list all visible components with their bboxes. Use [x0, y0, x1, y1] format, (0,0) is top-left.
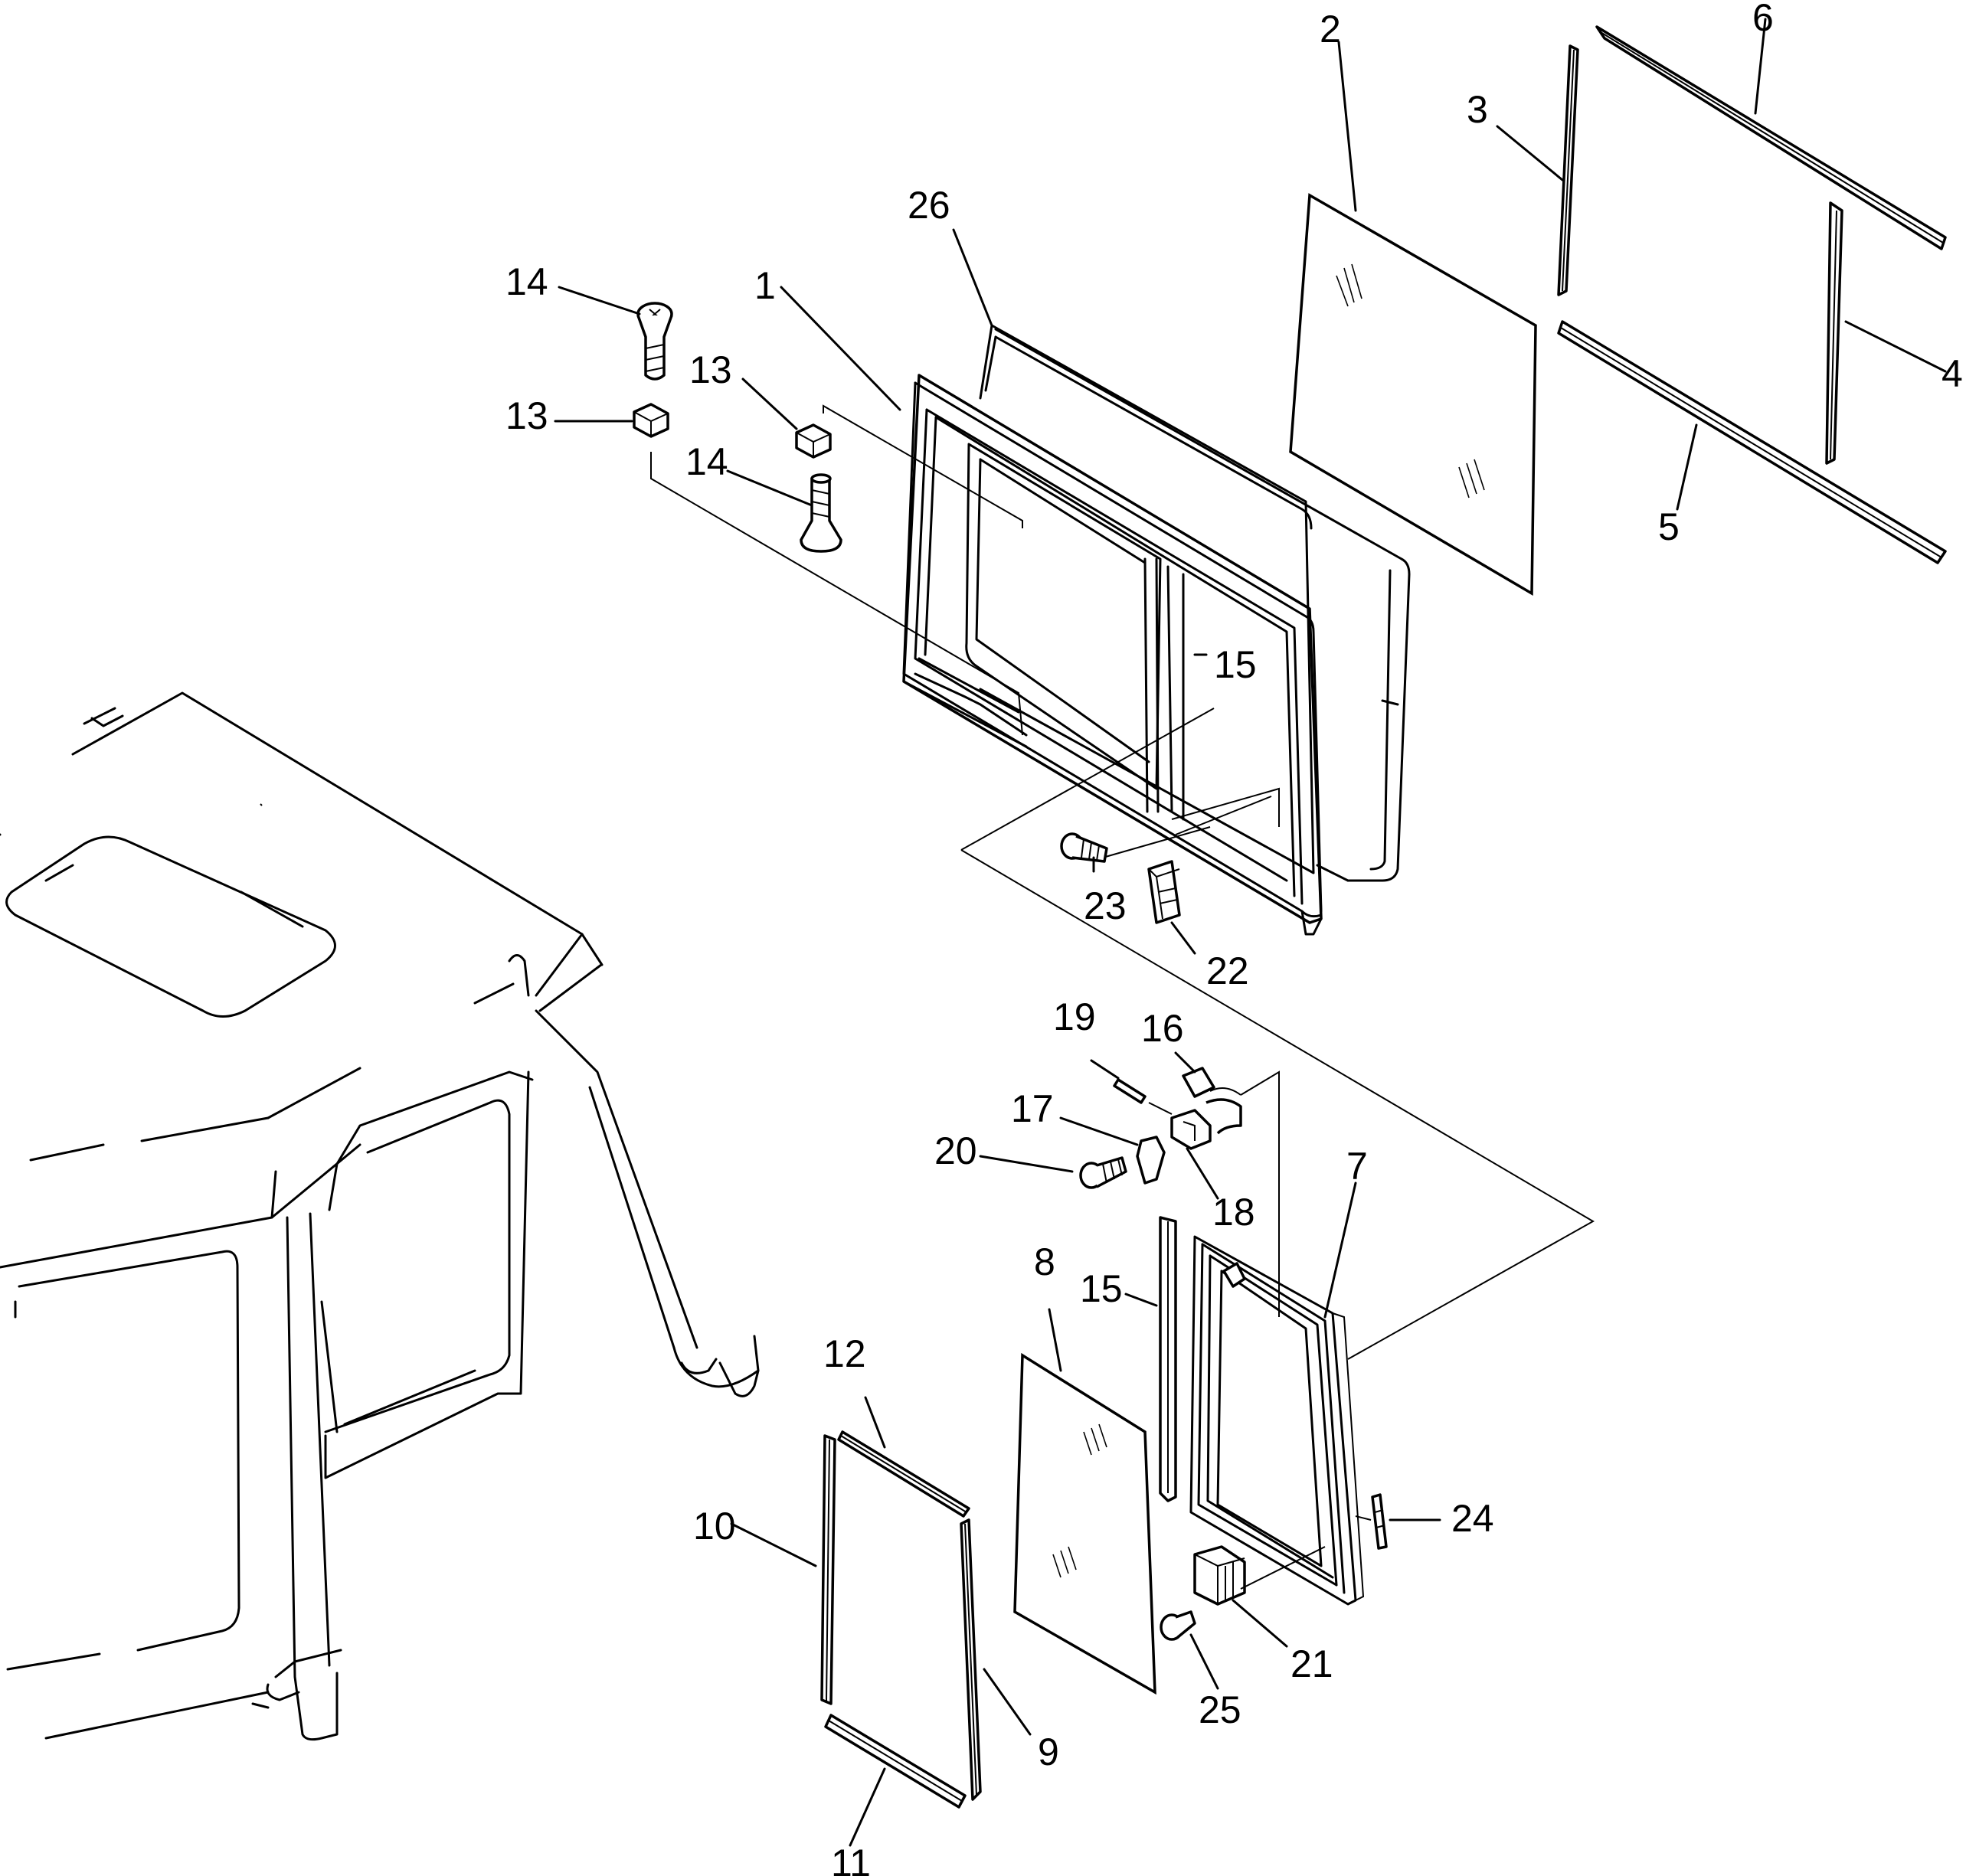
- window-frame-1: [902, 374, 1323, 936]
- strip-4: [1825, 201, 1843, 465]
- label-21: 21: [1290, 1642, 1333, 1685]
- label-16: 16: [1141, 1007, 1184, 1050]
- strip-10: [820, 1434, 836, 1705]
- label-4: 4: [1941, 352, 1963, 395]
- assembly-lines-latch: [1148, 1070, 1280, 1317]
- label-7: 7: [1346, 1145, 1368, 1188]
- label-19: 19: [1053, 995, 1096, 1038]
- label-13b: 13: [689, 348, 732, 391]
- block-13-left: [633, 403, 669, 438]
- label-3: 3: [1467, 88, 1488, 131]
- label-13a: 13: [505, 394, 548, 437]
- screw-14-upper: [636, 302, 673, 381]
- strip-6: [1595, 25, 1947, 250]
- seal-26: [979, 324, 1411, 882]
- label-20: 20: [934, 1129, 977, 1172]
- leader-lines: [554, 18, 1947, 1847]
- strip-3: [1557, 44, 1579, 296]
- label-17: 17: [1011, 1087, 1054, 1130]
- glass-8: [1013, 1352, 1156, 1695]
- screw-20: [1079, 1156, 1127, 1189]
- strip-9: [960, 1518, 982, 1801]
- strip-5: [1557, 320, 1947, 564]
- window-frame-7: [1189, 1235, 1365, 1606]
- label-1: 1: [754, 264, 776, 307]
- label-10: 10: [693, 1505, 736, 1548]
- label-23: 23: [1084, 884, 1127, 927]
- screw-14-lower: [800, 473, 842, 553]
- label-24: 24: [1451, 1497, 1494, 1540]
- label-15a: 15: [1214, 643, 1257, 686]
- screw-23: [1060, 832, 1108, 863]
- label-6: 6: [1752, 0, 1774, 39]
- pin-19: [1113, 1078, 1147, 1104]
- label-18: 18: [1212, 1191, 1255, 1234]
- screw-25: [1160, 1610, 1196, 1641]
- label-14a: 14: [505, 260, 548, 303]
- label-9: 9: [1038, 1731, 1059, 1773]
- label-12: 12: [823, 1332, 866, 1375]
- handle-17: [1136, 1136, 1166, 1185]
- clip-22: [1147, 860, 1181, 924]
- label-25: 25: [1199, 1688, 1241, 1731]
- label-26: 26: [908, 184, 950, 227]
- label-15b: 15: [1080, 1267, 1123, 1310]
- label-8: 8: [1034, 1240, 1055, 1283]
- assembly-lines-upper: [650, 404, 1595, 1360]
- latch-18: [1170, 1087, 1242, 1150]
- block-13-right: [795, 423, 832, 459]
- label-22: 22: [1206, 949, 1249, 992]
- clip-24: [1355, 1493, 1388, 1550]
- strip-12: [837, 1430, 970, 1518]
- label-14b: 14: [685, 440, 728, 483]
- latch-block-21: [1193, 1545, 1326, 1606]
- strip-11: [824, 1714, 967, 1809]
- label-5: 5: [1658, 505, 1680, 548]
- strip-15-lower: [1159, 1216, 1177, 1502]
- label-11: 11: [831, 1842, 871, 1876]
- block-16: [1182, 1067, 1215, 1098]
- glass-2: [1289, 193, 1537, 596]
- part-labels: 2 6 3 26 1 14 13 13 14 4 5 15 23 22 19 1…: [505, 0, 1963, 1876]
- cab-body: [0, 691, 760, 1741]
- label-2: 2: [1320, 8, 1341, 51]
